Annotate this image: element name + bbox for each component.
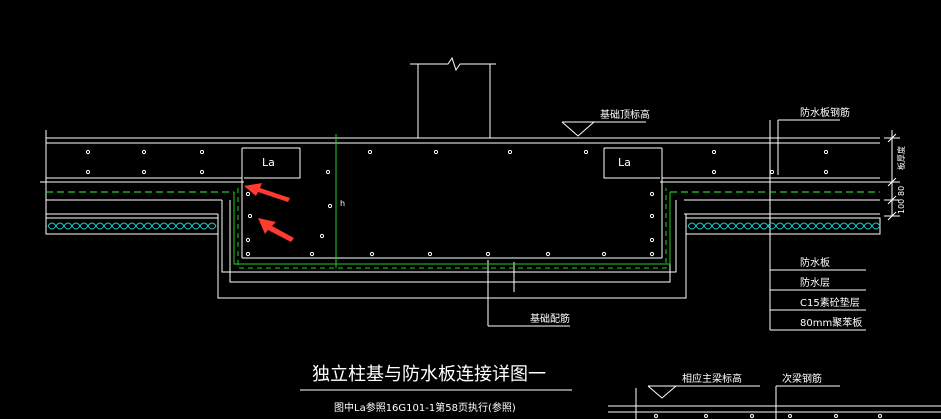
legend-board: 防水板 — [800, 256, 830, 269]
layer-legend — [769, 252, 866, 331]
dim-100: 100 — [897, 199, 906, 214]
legend-waterproof: 防水层 — [800, 276, 830, 289]
dim-80: 80 — [897, 186, 906, 196]
elevation-marker-icon — [561, 121, 646, 137]
column — [410, 56, 496, 138]
label-foundation-top: 基础顶标高 — [600, 108, 650, 121]
partial-detail — [608, 385, 941, 419]
label-waterproof-rebar: 防水板钢筋 — [800, 106, 850, 119]
legend-cushion: C15素砼垫层 — [800, 296, 860, 309]
waterproof-slab — [40, 130, 884, 232]
label-foundation-rebar: 基础配筋 — [530, 312, 570, 325]
label-h: h — [340, 199, 345, 208]
break-line-icon — [410, 56, 496, 72]
rebar-dots — [85, 149, 829, 257]
insulation-left — [45, 217, 219, 235]
foundation — [217, 120, 779, 330]
label-bottom-elev: 相应主梁标高 — [682, 372, 742, 385]
dim-thickness: 板厚度 — [896, 146, 906, 170]
label-bottom-rebar: 次梁钢筋 — [782, 372, 822, 385]
drawing-subtitle: 图中La参照16G101-1第58页执行(参照) — [334, 401, 516, 414]
label-la-left: La — [262, 156, 275, 169]
arrow-pointer-icon — [258, 218, 294, 242]
label-la-right: La — [618, 156, 631, 169]
drawing-title: 独立柱基与防水板连接详图一 — [312, 364, 546, 385]
rebar-dots-bottom — [654, 414, 882, 418]
waterproof-layer — [46, 188, 880, 269]
insulation-right — [685, 217, 881, 235]
arrow-pointer-icon — [244, 183, 290, 202]
dimension-chain — [884, 130, 900, 221]
legend-insulation: 80mm聚苯板 — [800, 316, 862, 329]
